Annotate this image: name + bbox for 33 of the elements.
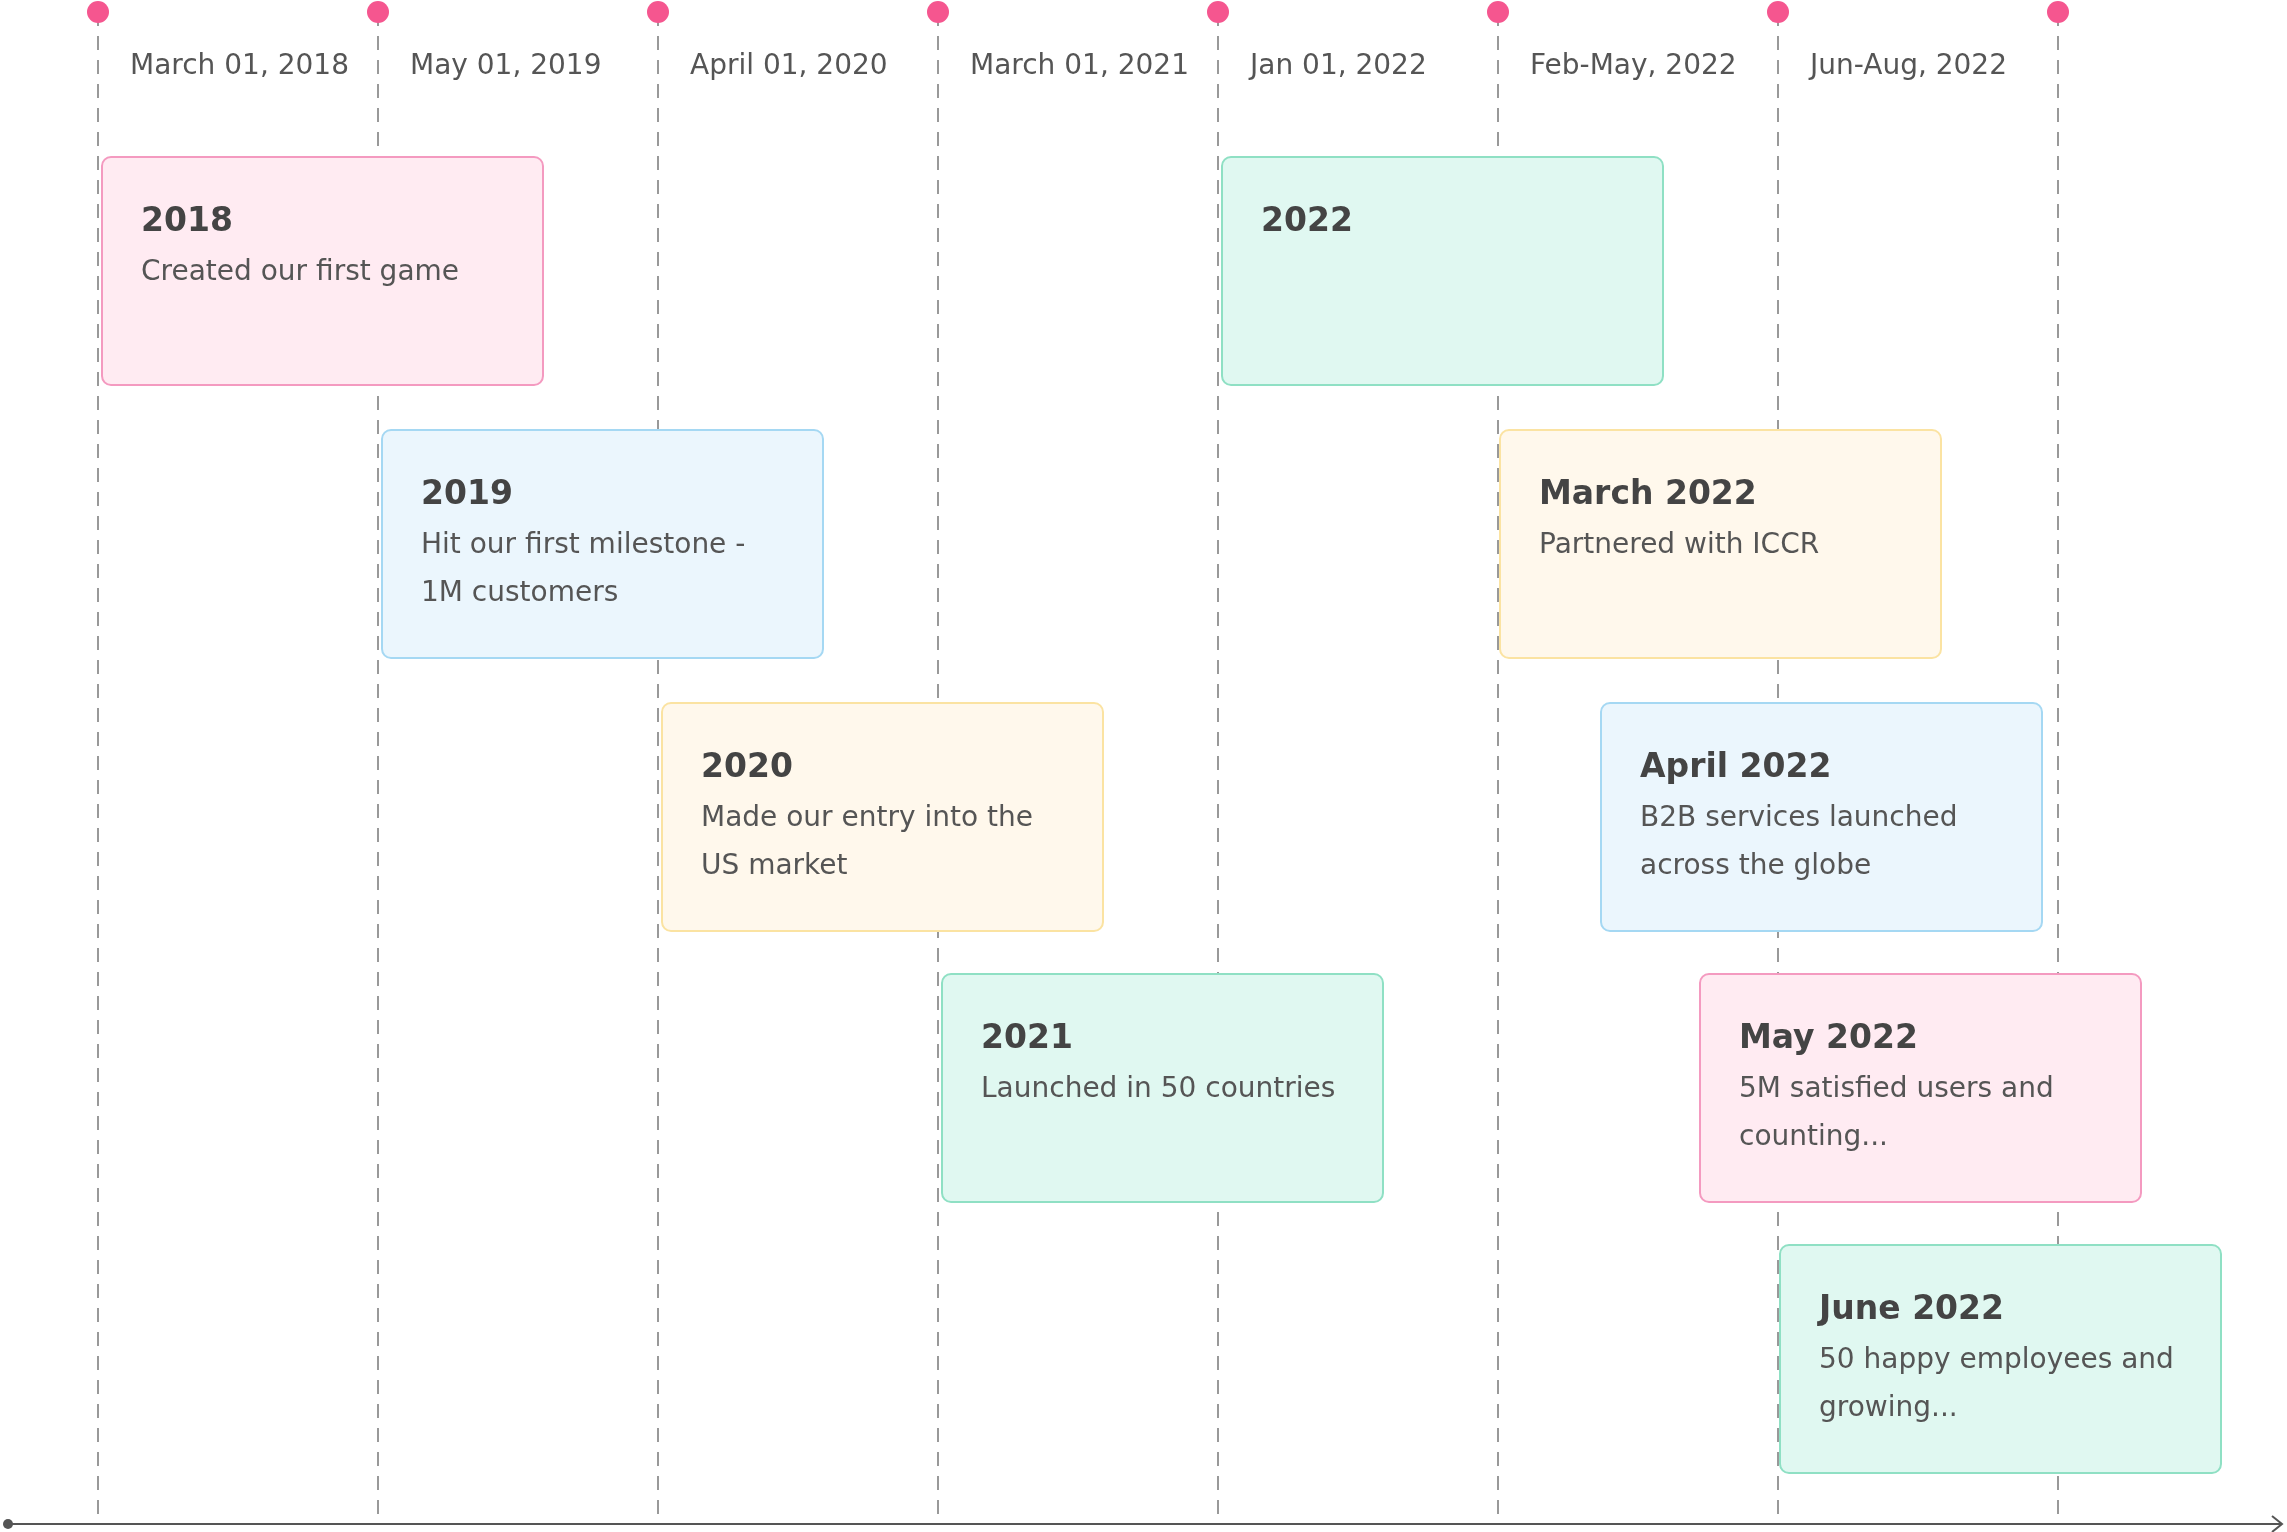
- card-heading: 2022: [1261, 200, 1354, 239]
- card-heading: 2018: [141, 200, 234, 239]
- card-heading: 2019: [421, 473, 514, 512]
- milestone-card: [1499, 429, 1942, 659]
- date-label: March 01, 2018: [130, 48, 349, 81]
- card-heading: 2021: [981, 1017, 1074, 1056]
- card-description: 5M satisfied users and counting...: [1739, 1070, 2055, 1154]
- milestone-card: [1221, 156, 1664, 386]
- card-heading: 2020: [701, 746, 794, 785]
- date-label: Jan 01, 2022: [1250, 48, 1427, 81]
- milestone-card: [1699, 973, 2142, 1203]
- milestone-card: [1779, 1244, 2222, 1474]
- date-label: Jun-Aug, 2022: [1810, 48, 2007, 81]
- card-description: Launched in 50 countries: [981, 1070, 1337, 1106]
- card-heading: June 2022: [1819, 1288, 2005, 1327]
- card-description: Created our first game: [141, 253, 461, 289]
- milestone-card: [381, 429, 824, 659]
- card-description: B2B services launched across the globe: [1640, 799, 1959, 883]
- date-label: March 01, 2021: [970, 48, 1189, 81]
- date-label: May 01, 2019: [410, 48, 602, 81]
- card-heading: May 2022: [1739, 1017, 1919, 1056]
- card-heading: April 2022: [1640, 746, 1833, 785]
- card-description: 50 happy employees and growing...: [1819, 1341, 2175, 1425]
- card-description: Partnered with ICCR: [1539, 526, 1821, 562]
- date-label: Feb-May, 2022: [1530, 48, 1737, 81]
- milestone-card: [661, 702, 1104, 932]
- date-label: April 01, 2020: [690, 48, 888, 81]
- milestone-card: [101, 156, 544, 386]
- milestone-card: [1600, 702, 2043, 932]
- card-heading: March 2022: [1539, 473, 1758, 512]
- milestone-card: [941, 973, 1384, 1203]
- card-description: Made our entry into the US market: [701, 799, 1034, 883]
- card-description: Hit our first milestone - 1M customers: [421, 526, 747, 610]
